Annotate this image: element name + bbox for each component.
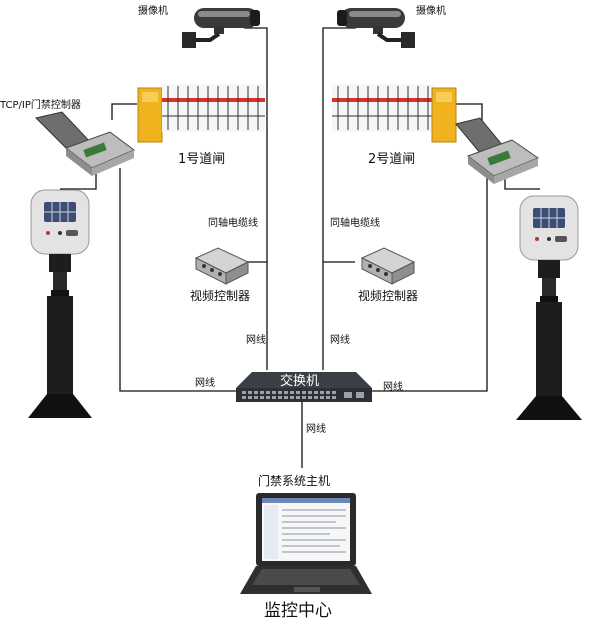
wire-controller-reader-left [60,168,97,190]
wire-gate1-controller [111,103,137,120]
wire-gate2-controller [456,103,483,122]
reader-base [516,396,582,420]
wire-net-left-controller [119,168,236,392]
barrier-fence [162,86,265,130]
reader-base [28,394,92,418]
monitoring-center-label: 监控中心 [264,601,332,621]
barrier-gate-1 [137,84,265,143]
barrier-arm [162,98,265,102]
net-label-video-right: 网线 [330,333,350,346]
circuit-board [83,142,107,158]
card-reader-stand-left [28,189,92,418]
coax-right-label: 同轴电缆线 [330,216,380,229]
host-label: 门禁系统主机 [258,473,330,488]
circuit-board [487,150,511,166]
video-controller-right-label: 视频控制器 [358,288,418,303]
card-reader-stand-right [516,195,582,420]
tcp-controller-right [455,117,540,184]
tcp-controller-left [35,111,135,176]
host-laptop [240,493,372,594]
barrier-arm [332,98,435,102]
coax-left-label: 同轴电缆线 [208,216,258,229]
camera-mount [182,32,196,48]
reader-pole [536,302,562,396]
video-controller-left [194,247,250,285]
video-controller-left-label: 视频控制器 [190,288,250,303]
gate1-label: 1号道闸 [178,152,225,167]
net-label-right-controller: 网线 [383,380,403,393]
switch-ports [242,391,364,399]
camera-mount [401,32,415,48]
reader-pole [47,296,73,394]
network-switch [236,372,372,402]
barrier-fence [332,86,435,130]
wire-coax-left [244,27,268,263]
tcp-controller-label: TCP/IP门禁控制器 [0,98,81,111]
video-controller-right [360,247,416,285]
wire-net-right-controller [372,168,488,392]
net-label-host: 网线 [306,422,326,435]
camera-right-label: 摄像机 [416,4,446,17]
wire-coax-right [322,27,356,263]
barrier-gate-2 [332,84,457,143]
camera-right [337,8,415,48]
gate2-label: 2号道闸 [368,152,415,167]
camera-left-label: 摄像机 [138,4,168,17]
camera-left [182,8,260,48]
switch-label: 交换机 [280,373,319,389]
net-label-video-left: 网线 [246,333,266,346]
net-label-left-controller: 网线 [195,376,215,389]
